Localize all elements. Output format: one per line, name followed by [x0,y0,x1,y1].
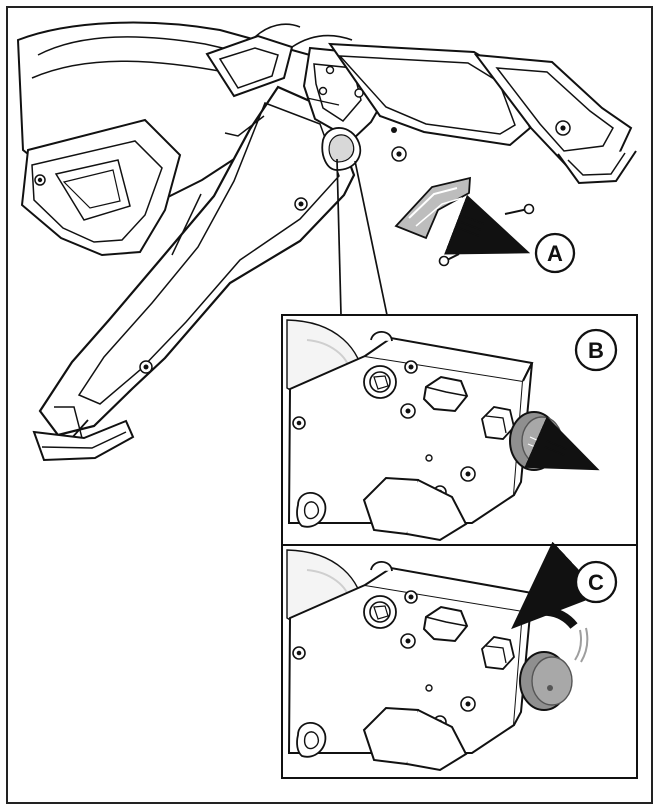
callout-b: B [574,328,618,372]
callout-b-text: B [588,338,604,363]
callout-a: A [534,232,576,274]
pull-arrow-icon [444,194,531,255]
callout-c-text: C [588,570,604,595]
pull-arrow-icon-b [524,416,600,471]
left-arm [38,85,356,437]
machine-overview [16,21,637,462]
callout-c: C [574,560,618,604]
detail-panel-c: C [281,541,638,779]
rotate-arrow-icon [511,541,602,663]
detail-leader-lines [336,158,388,316]
cover-plate [394,176,471,240]
fastener-bottom [438,253,460,267]
cap-c [519,651,573,711]
callout-a-text: A [547,241,563,266]
detail-panel-b: B [281,314,638,546]
cover-plate-detail: A [394,176,576,274]
